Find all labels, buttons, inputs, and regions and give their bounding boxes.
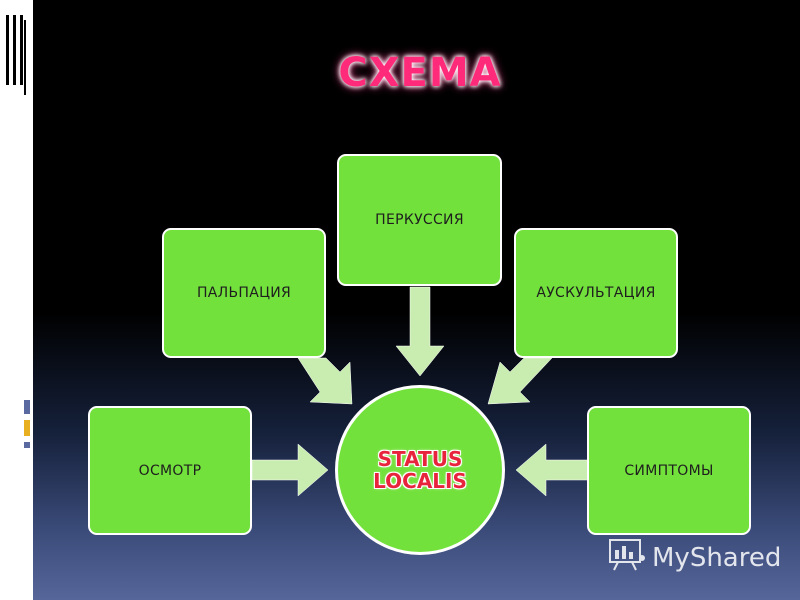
decor-bar (6, 15, 9, 85)
slide-title: СХЕМА (338, 50, 502, 96)
arrow-auskultatsiya (487, 357, 553, 405)
arrow-perkussiya (395, 286, 445, 377)
presentation-icon (608, 536, 648, 579)
node-palpatsiya-label: ПАЛЬПАЦИЯ (196, 285, 292, 301)
center-node-label-line: STATUS (377, 447, 463, 471)
arrow-palpatsiya (297, 357, 353, 405)
decor-bar (24, 20, 26, 95)
node-auskultatsiya: АУСКУЛЬТАЦИЯ (514, 228, 678, 358)
decor-bar (13, 15, 16, 85)
watermark: MyShared (608, 536, 781, 579)
arrow-simptomy (515, 443, 591, 497)
decor-bar (24, 420, 30, 436)
node-simptomy: СИМПТОМЫ (587, 406, 751, 535)
node-perkussiya: ПЕРКУССИЯ (337, 154, 502, 286)
node-osmotr: ОСМОТР (88, 406, 252, 535)
decor-bar (24, 400, 30, 414)
node-osmotr-label: ОСМОТР (138, 462, 202, 479)
center-node-label-line: LOCALIS (373, 469, 467, 493)
node-auskultatsiya-label: АУСКУЛЬТАЦИЯ (536, 285, 656, 301)
left-decorative-strip (0, 0, 33, 600)
decor-bar (20, 15, 23, 85)
decor-bar (24, 442, 30, 448)
arrow-osmotr (251, 443, 329, 497)
node-simptomy-label: СИМПТОМЫ (624, 462, 714, 479)
node-palpatsiya: ПАЛЬПАЦИЯ (162, 228, 326, 358)
watermark-text: MyShared (652, 542, 782, 573)
node-perkussiya-label: ПЕРКУССИЯ (375, 212, 464, 228)
